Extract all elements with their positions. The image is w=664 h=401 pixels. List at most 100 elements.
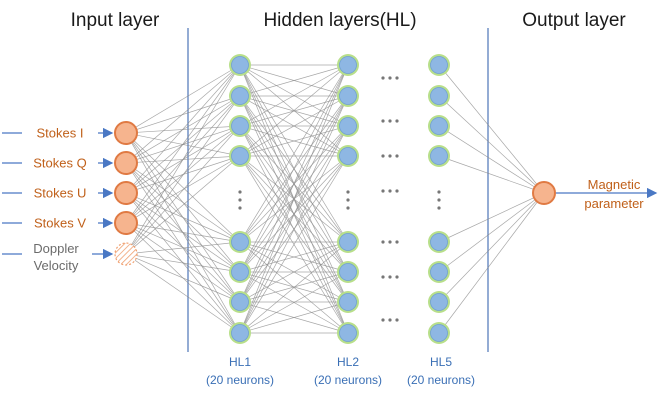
hidden-neuron <box>339 87 357 105</box>
horizontal-dots-icon <box>388 275 392 279</box>
ellipsis-dots <box>238 76 441 322</box>
connection-line <box>239 64 349 334</box>
connection-line <box>239 64 349 97</box>
horizontal-dots-icon <box>381 275 385 279</box>
input-neuron <box>114 151 138 175</box>
vertical-dots-icon <box>238 190 242 194</box>
vertical-dots-icon <box>437 206 441 210</box>
connection-line <box>239 241 349 303</box>
horizontal-dots-icon <box>388 240 392 244</box>
connection-line <box>438 192 545 334</box>
horizontal-dots-icon <box>381 154 385 158</box>
hl1-name: HL1 <box>229 355 251 369</box>
input-label-bg <box>22 185 98 201</box>
vertical-dots-icon <box>238 198 242 202</box>
hidden-neuron <box>231 263 249 281</box>
connection-line <box>125 222 241 243</box>
hidden-neuron <box>231 324 249 342</box>
input-label: Stokes I <box>37 126 84 141</box>
horizontal-dots-icon <box>395 154 399 158</box>
hidden-neuron <box>430 233 448 251</box>
hidden-neuron <box>231 233 249 251</box>
horizontal-dots-icon <box>381 318 385 322</box>
hidden-layers-title: Hidden layers(HL) <box>263 10 416 31</box>
input-neuron <box>114 242 138 266</box>
hidden-neuron <box>430 147 448 165</box>
hl2-name: HL2 <box>337 355 359 369</box>
connection-line <box>239 155 349 334</box>
horizontal-dots-icon <box>388 76 392 80</box>
connection-line <box>239 95 349 127</box>
horizontal-dots-icon <box>395 318 399 322</box>
connection-line <box>125 64 241 194</box>
connection-line <box>125 64 241 134</box>
connection-line <box>438 95 545 194</box>
input-label: Stokes V <box>34 216 86 231</box>
vertical-dots-icon <box>346 198 350 202</box>
vertical-dots-icon <box>437 190 441 194</box>
connection-line <box>438 155 545 194</box>
hidden-neuron <box>339 324 357 342</box>
horizontal-dots-icon <box>388 154 392 158</box>
connection-line <box>125 132 241 243</box>
hidden-neuron <box>339 263 357 281</box>
connection-line <box>438 64 545 194</box>
input-label-bg <box>22 125 98 141</box>
connection-line <box>239 125 349 334</box>
connection-line <box>239 64 349 243</box>
hl5-name: HL5 <box>430 355 452 369</box>
horizontal-dots-icon <box>388 189 392 193</box>
hidden-neuron <box>339 233 357 251</box>
connection-line <box>125 253 241 303</box>
input-layer-title: Input layer <box>71 10 160 31</box>
horizontal-dots-icon <box>395 119 399 123</box>
connections <box>125 64 545 334</box>
connection-line <box>239 95 349 157</box>
vertical-dots-icon <box>437 198 441 202</box>
hidden-neuron <box>231 147 249 165</box>
hidden-neuron <box>339 56 357 74</box>
vertical-dots-icon <box>346 206 350 210</box>
connection-line <box>438 125 545 194</box>
connection-line <box>239 64 349 273</box>
hidden-neuron <box>231 56 249 74</box>
input-label: Stokes Q <box>33 156 86 171</box>
connection-line <box>438 192 545 273</box>
connection-line <box>239 271 349 334</box>
connection-line <box>438 192 545 303</box>
connection-line <box>125 64 241 224</box>
connection-line <box>125 64 241 255</box>
nodes <box>114 54 556 344</box>
input-label-bg <box>22 242 92 276</box>
hidden-neuron <box>231 87 249 105</box>
hidden-neuron <box>339 293 357 311</box>
horizontal-dots-icon <box>381 76 385 80</box>
horizontal-dots-icon <box>388 119 392 123</box>
connection-line <box>239 64 349 127</box>
connection-line <box>239 64 349 303</box>
horizontal-dots-icon <box>395 76 399 80</box>
input-neuron <box>114 181 138 205</box>
horizontal-dots-icon <box>381 240 385 244</box>
horizontal-dots-icon <box>395 240 399 244</box>
horizontal-dots-icon <box>395 275 399 279</box>
hl2-neurons: (20 neurons) <box>314 373 382 387</box>
connection-line <box>125 253 241 273</box>
output-label: Magnetic parameter <box>584 177 644 211</box>
connection-line <box>125 95 241 134</box>
input-label-line1: Doppler <box>33 241 79 256</box>
input-label-bg <box>22 215 98 231</box>
output-label-line1: Magnetic <box>588 177 641 192</box>
hidden-neuron <box>231 293 249 311</box>
input-label-bg <box>22 155 98 171</box>
connection-line <box>125 162 241 243</box>
hidden-neuron <box>339 147 357 165</box>
connection-line <box>125 253 241 334</box>
hidden-neuron <box>339 117 357 135</box>
hidden-neuron <box>430 293 448 311</box>
horizontal-dots-icon <box>388 318 392 322</box>
connection-line <box>125 222 241 303</box>
output-label-line2: parameter <box>584 196 644 211</box>
connection-line <box>239 241 349 334</box>
